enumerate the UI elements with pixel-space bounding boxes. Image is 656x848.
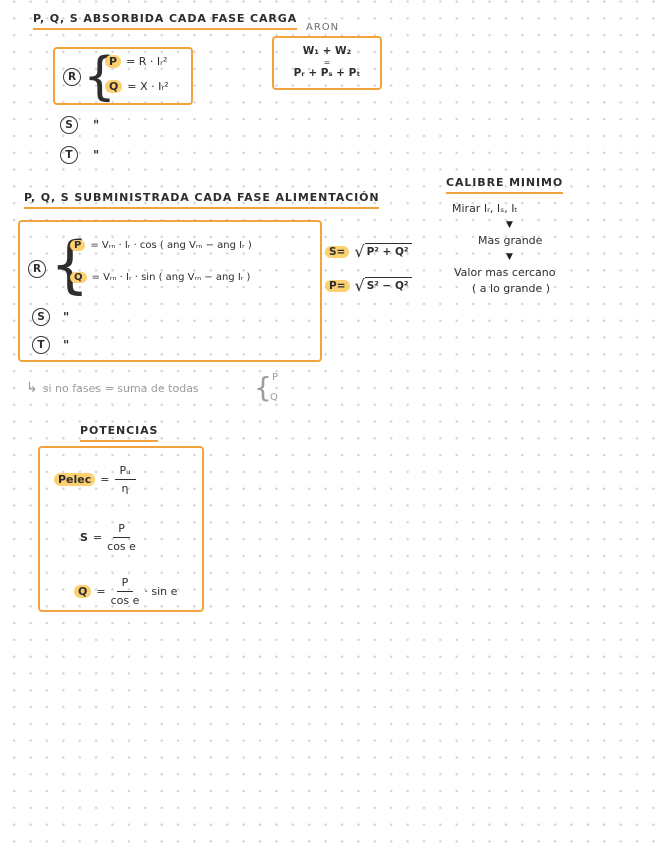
calibre-line-3: Valor mas cercano: [454, 266, 556, 279]
sqrt-icon: √: [354, 242, 365, 261]
q-label: Q: [105, 80, 123, 93]
s-total-radicand: P² + Q²: [364, 243, 412, 258]
note-row: ↳ si no fases = suma de todas: [26, 380, 199, 396]
phase-s-badge: S: [32, 308, 50, 326]
q-formula: = X · Iᵣ²: [127, 80, 169, 93]
note-p: P: [272, 372, 279, 383]
sqrt-expression: √ S² − Q²: [355, 277, 412, 295]
p-formula: = Vᵣₙ · Iᵣ · cos ( ang Vᵣₙ − ang Iᵣ ): [90, 240, 252, 251]
aron-total-line: Pᵣ + Pₛ + Pₜ: [293, 66, 361, 79]
p-label: P: [70, 240, 86, 251]
ditto-mark: ": [63, 338, 70, 352]
q-formula: = Vᵣₙ · Iᵣ · sin ( ang Vᵣₙ − ang Iᵣ ): [91, 272, 251, 283]
s-total-label: S=: [325, 245, 350, 258]
suministrada-row-p: P = Vᵣₙ · Iᵣ · cos ( ang Vᵣₙ − ang Iᵣ ): [70, 240, 252, 251]
s-fraction: P cos e: [107, 522, 136, 553]
suministrada-phase-s-row: S ": [32, 308, 69, 326]
pelec-formula-row: Pelec = Pᵤ η: [54, 464, 136, 495]
fraction-denominator: cos e: [107, 540, 136, 553]
fraction-numerator: P: [113, 522, 130, 538]
q-formula-tail: · sin e: [144, 585, 178, 598]
ditto-mark: ": [63, 310, 70, 324]
p-label: P: [105, 55, 122, 68]
calibre-line-4: ( a lo grande ): [472, 282, 551, 295]
fraction-denominator: cos e: [110, 594, 140, 607]
phase-t-badge: T: [60, 146, 78, 164]
absorbida-box: R { P = R · Iᵣ² Q = X · Iᵣ²: [53, 47, 193, 105]
calibre-title: CALIBRE MINIMO: [446, 176, 564, 194]
note-q: Q: [270, 392, 278, 403]
note-brace-icon: {: [254, 371, 272, 404]
ditto-mark: ": [93, 118, 100, 132]
pelec-fraction: Pᵤ η: [114, 464, 136, 495]
suministrada-box: R { P = Vᵣₙ · Iᵣ · cos ( ang Vᵣₙ − ang I…: [18, 220, 322, 362]
absorbida-phase-t-row: T ": [60, 146, 99, 164]
equals-sign: =: [96, 585, 106, 598]
suministrada-phase-t-row: T ": [32, 336, 69, 354]
equals-sign: =: [92, 531, 103, 544]
note-text: si no fases = suma de todas: [42, 381, 199, 395]
phase-r-badge: R: [63, 68, 81, 86]
pelec-label: Pelec: [54, 473, 96, 486]
absorbida-row-p: P = R · Iᵣ²: [105, 55, 167, 68]
down-arrow-icon: ▼: [506, 220, 513, 230]
aron-equals: =: [323, 57, 331, 67]
down-arrow-icon: ▼: [506, 252, 513, 262]
p-total-radicand: S² − Q²: [364, 277, 412, 292]
fraction-numerator: Pᵤ: [114, 464, 136, 480]
ditto-mark: ": [93, 148, 100, 162]
q-label: Q: [70, 272, 87, 283]
p-formula: = R · Iᵣ²: [126, 55, 168, 68]
calibre-line-1: Mirar Iᵣ, Iₛ, Iₜ: [452, 202, 518, 215]
section-absorbida-title: P, Q, S ABSORBIDA CADA FASE CARGA: [33, 12, 298, 30]
q-label: Q: [74, 585, 92, 598]
apparent-power-formula: S= √ P² + Q²: [325, 243, 412, 261]
elbow-arrow-icon: ↳: [26, 380, 38, 396]
aron-box: W₁ + W₂ = Pᵣ + Pₛ + Pₜ: [272, 36, 382, 90]
phase-t-badge: T: [32, 336, 50, 354]
q-formula-row: Q = P cos e · sin e: [74, 576, 177, 607]
sqrt-icon: √: [354, 276, 365, 295]
aron-sum-line: W₁ + W₂: [302, 45, 352, 57]
s-label: S: [80, 531, 88, 544]
fraction-denominator: η: [121, 482, 129, 495]
q-fraction: P cos e: [111, 576, 140, 607]
potencias-title: POTENCIAS: [80, 424, 159, 442]
sqrt-expression: √ P² + Q²: [354, 242, 412, 261]
phase-s-badge: S: [60, 116, 78, 134]
equals-sign: =: [100, 473, 110, 486]
p-total-label: P=: [325, 279, 350, 292]
active-power-formula: P= √ S² − Q²: [325, 277, 412, 295]
aron-label: ARON: [306, 22, 340, 33]
absorbida-phase-s-row: S ": [60, 116, 99, 134]
s-formula-row: S = P cos e: [80, 522, 136, 553]
phase-r-badge: R: [28, 260, 46, 278]
fraction-numerator: P: [116, 576, 134, 592]
calibre-line-2: Mas grande: [478, 234, 543, 247]
potencias-box: Pelec = Pᵤ η S = P cos e Q = P cos e · s…: [38, 446, 204, 612]
section-suministrada-title: P, Q, S SUBMINISTRADA CADA FASE ALIMENTA…: [24, 191, 380, 209]
absorbida-row-q: Q = X · Iᵣ²: [105, 80, 169, 93]
suministrada-row-q: Q = Vᵣₙ · Iᵣ · sin ( ang Vᵣₙ − ang Iᵣ ): [70, 272, 250, 283]
